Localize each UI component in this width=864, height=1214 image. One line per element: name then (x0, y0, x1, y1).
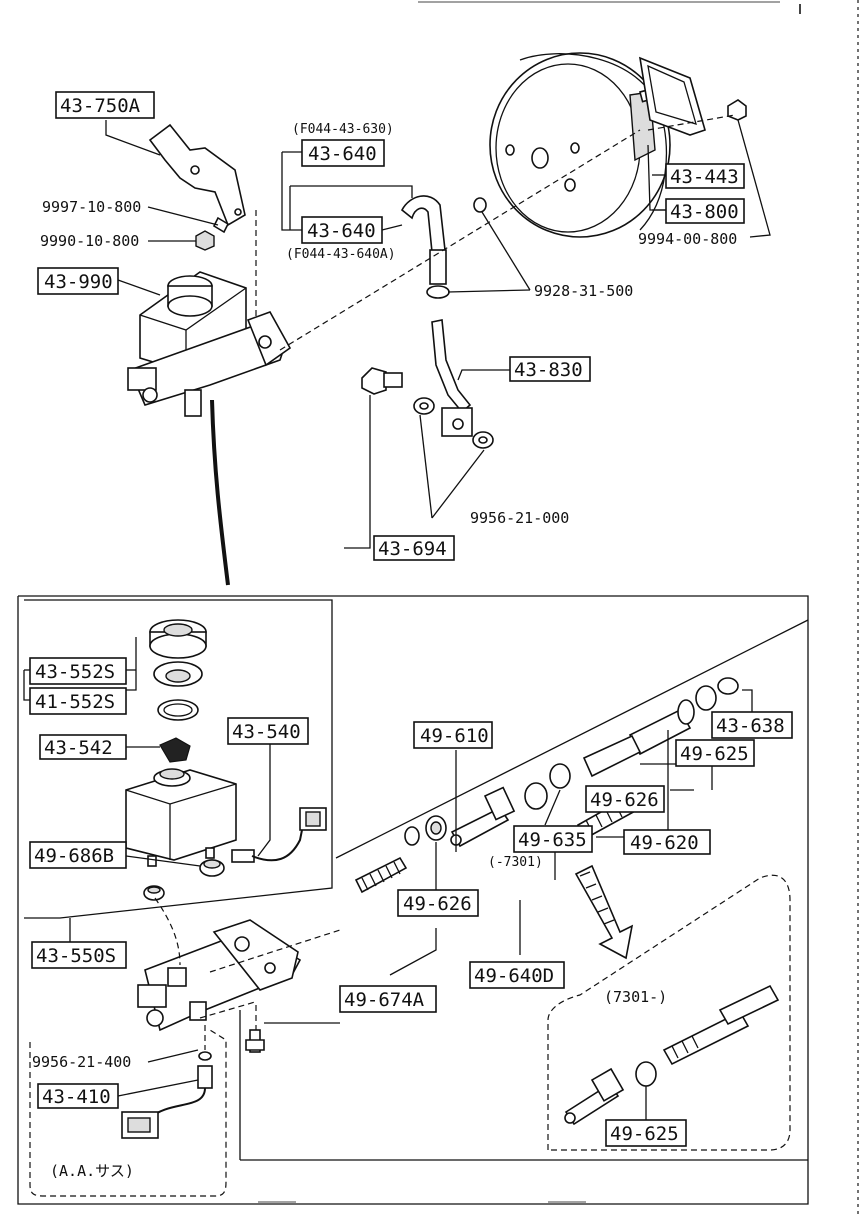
callout-49-686B: 49-686B (29, 841, 127, 869)
svg-text:43-638: 43-638 (716, 715, 785, 737)
callout-43-410: 43-410 (37, 1083, 119, 1109)
callout-49-610: 49-610 (413, 721, 493, 749)
callout-49-620: 49-620 (623, 829, 711, 855)
leader-lines-lower (23, 637, 753, 1120)
pipe-union-icon (431, 319, 473, 437)
callout-49-625-lower: 49-625 (605, 1119, 687, 1147)
svg-text:49-625: 49-625 (610, 1123, 679, 1145)
svg-text:49-610: 49-610 (420, 725, 489, 747)
direction-arrow-icon (574, 864, 634, 960)
svg-text:43-694: 43-694 (378, 538, 447, 560)
callout-49-640D: 49-640D (469, 961, 565, 989)
callout-f044-43-630: (F044-43-630) (292, 122, 394, 137)
svg-text:43-800: 43-800 (670, 201, 739, 223)
strainer-icon (153, 661, 203, 687)
svg-text:49-626: 49-626 (403, 893, 472, 915)
callout-43-540: 43-540 (227, 717, 309, 745)
callout-43-750A: 43-750A (55, 91, 155, 119)
callout-range-7301-after: (7301-) (604, 988, 667, 1006)
callout-43-552S: 43-552S (29, 657, 127, 685)
connector-line (210, 399, 230, 586)
callout-43-640-upper: 43-640 (301, 139, 385, 167)
washer-icon (413, 397, 494, 449)
small-nut-icon (195, 230, 215, 251)
stop-ring-icon (695, 677, 739, 711)
cylinder-body-icon (137, 919, 302, 1032)
svg-text:43-990: 43-990 (44, 271, 113, 293)
primary-piston-spring-icon (576, 699, 695, 840)
dashed-guides-lower (29, 897, 341, 1197)
small-clip-icon (212, 216, 230, 234)
svg-text:49-640D: 49-640D (474, 965, 554, 987)
svg-text:43-640: 43-640 (308, 143, 377, 165)
svg-text:43-750A: 43-750A (60, 95, 141, 117)
later-model-frame (547, 874, 791, 1151)
nut-icon (727, 99, 747, 121)
assembly-centerline (279, 129, 641, 351)
callout-49-635: 49-635 (513, 825, 593, 853)
svg-text:43-410: 43-410 (42, 1086, 111, 1108)
callout-9990-10-800: 9990-10-800 (40, 232, 139, 250)
detail-frame (17, 595, 809, 1205)
callout-49-674A: 49-674A (339, 985, 437, 1013)
svg-text:49-674A: 49-674A (344, 989, 425, 1011)
callout-9928-31-500: 9928-31-500 (534, 282, 633, 300)
callout-43-542: 43-542 (39, 734, 127, 760)
leader-lines-top (105, 119, 771, 549)
piston-spring-secondary-icon (354, 856, 408, 894)
float-icon (159, 737, 191, 763)
callout-f044-43-640A: (F044-43-640A) (286, 247, 396, 262)
callout-43-830: 43-830 (509, 356, 591, 382)
seal-ring-icon (404, 815, 447, 846)
master-cylinder-icon (127, 271, 292, 417)
callout-43-800: 43-800 (665, 198, 745, 224)
svg-text:49-686B: 49-686B (34, 845, 114, 867)
callout-43-694: 43-694 (373, 535, 455, 561)
callout-9956-21-400: 9956-21-400 (32, 1053, 131, 1071)
level-sensor-icon (231, 807, 327, 863)
svg-text:43-540: 43-540 (232, 721, 301, 743)
callout-43-443: 43-443 (665, 163, 745, 189)
reservoir-tank-icon (125, 768, 237, 867)
grommet-icon (143, 859, 225, 901)
svg-text:49-626: 49-626 (590, 789, 659, 811)
later-model-piston-icon (564, 984, 780, 1126)
callout-9994-00-800: 9994-00-800 (638, 230, 737, 248)
svg-text:49-620: 49-620 (630, 832, 699, 854)
page-border (418, 0, 859, 1214)
note-aa-suspension: (A.A.サス) (50, 1162, 134, 1180)
reservoir-cap-icon (149, 619, 207, 659)
cup-seal-icon (524, 763, 571, 810)
vacuum-hose-icon (400, 195, 447, 285)
banjo-bolt-icon (361, 367, 403, 395)
svg-text:49-625: 49-625 (680, 743, 749, 765)
callout-43-550S: 43-550S (31, 941, 127, 969)
callout-9997-10-800: 9997-10-800 (42, 198, 141, 216)
callout-43-638: 43-638 (711, 711, 793, 739)
callout-range-7301-before: (-7301) (488, 855, 543, 870)
svg-text:49-635: 49-635 (518, 829, 587, 851)
booster-gasket-icon (638, 56, 706, 136)
secondary-piston-icon (450, 786, 516, 848)
bleeder-screw-icon (245, 1029, 265, 1053)
callout-49-626-lower: 49-626 (397, 889, 479, 917)
callout-49-626-upper: 49-626 (585, 785, 665, 813)
svg-text:43-542: 43-542 (44, 737, 113, 759)
svg-text:43-550S: 43-550S (36, 945, 116, 967)
svg-text:43-443: 43-443 (670, 166, 739, 188)
callout-41-552S: 41-552S (29, 687, 127, 715)
svg-text:41-552S: 41-552S (35, 691, 115, 713)
callout-49-625-upper: 49-625 (675, 739, 755, 767)
svg-text:43-552S: 43-552S (35, 661, 115, 683)
callout-43-990: 43-990 (37, 267, 119, 295)
svg-text:43-830: 43-830 (514, 359, 583, 381)
svg-text:43-640: 43-640 (307, 220, 376, 242)
callout-43-640-lower: 43-640 (301, 216, 383, 244)
reservoir-seal-icon (157, 699, 199, 721)
pressure-switch-icon (121, 1051, 213, 1139)
bracket-icon (148, 123, 246, 227)
callout-9956-21-000: 9956-21-000 (470, 509, 569, 527)
